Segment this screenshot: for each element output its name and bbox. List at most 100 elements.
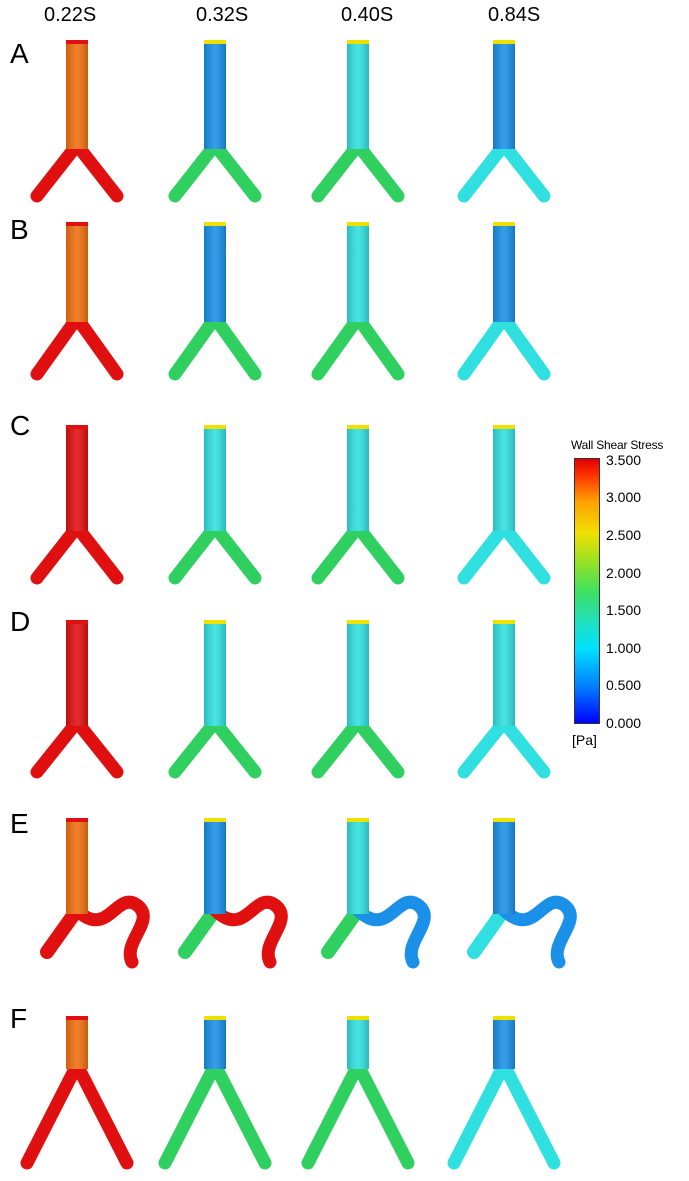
vessel-inlet-ring	[204, 425, 226, 429]
vessel-right-branch	[497, 1058, 561, 1170]
vessel-inlet-ring	[204, 1016, 226, 1020]
vessel-inlet-ring	[347, 40, 369, 44]
vessel-left-branch	[457, 520, 511, 585]
vessel-left-branch	[467, 903, 511, 959]
vessel-inlet-ring	[493, 620, 515, 624]
vessel-inlet-ring	[347, 1016, 369, 1020]
legend-unit: [Pa]	[572, 732, 597, 748]
vessel-trunk-shade	[204, 1016, 226, 1069]
vessel-trunk-shade	[347, 818, 369, 914]
legend-tick: 3.000	[606, 489, 642, 505]
vessel-right-branch	[208, 138, 262, 203]
legend-tick: 1.000	[606, 640, 642, 656]
vessel-inlet-ring	[347, 222, 369, 226]
vessel-trunk-shade	[204, 222, 226, 322]
vessel-trunk-shade	[204, 425, 226, 531]
vessel-left-branch	[311, 520, 365, 585]
vessel-right-branch	[70, 520, 124, 585]
vessel-left-branch	[311, 138, 365, 203]
vessel-right-branch	[351, 138, 405, 203]
vessel-left-branch	[168, 138, 222, 203]
vessel-trunk-shade	[347, 1016, 369, 1069]
vessel-trunk-shade	[493, 1016, 515, 1069]
vessel-inlet-ring	[493, 425, 515, 429]
row-label-a: A	[10, 38, 29, 69]
legend-tick: 0.500	[606, 677, 642, 693]
vessel-trunk-shade	[66, 1016, 88, 1069]
row-label-f: F	[10, 1003, 28, 1034]
legend-title: Wall Shear Stress	[571, 438, 664, 452]
vessel-left-branch	[30, 138, 84, 203]
vessel-right-branch	[351, 895, 431, 969]
vessel-right-branch	[351, 520, 405, 585]
vessel-left-branch	[40, 903, 84, 959]
vessel-inlet-ring	[347, 818, 369, 822]
vessel-left-branch	[30, 715, 84, 779]
vessel-trunk-shade	[204, 40, 226, 149]
vessel-right-branch	[70, 895, 150, 969]
legend-tick: 3.500	[606, 452, 642, 468]
vessel-right-branch	[208, 520, 262, 585]
vessel-left-branch	[311, 311, 365, 381]
vessel-trunk-shade	[347, 620, 369, 726]
column-header-1: 0.32S	[196, 4, 249, 26]
vessel-trunk-shade	[204, 620, 226, 726]
legend-tick: 1.500	[606, 602, 642, 618]
row-label-d: D	[10, 606, 31, 637]
column-header-2: 0.40S	[341, 4, 394, 26]
vessel-right-branch	[208, 1058, 272, 1170]
vessel-right-branch	[497, 715, 551, 779]
vessel-inlet-ring	[347, 425, 369, 429]
vessel-inlet-ring	[66, 222, 88, 226]
vessel-trunk-shade	[493, 40, 515, 149]
vessel-left-branch	[158, 1058, 222, 1170]
vessel-right-branch	[497, 520, 551, 585]
vessel-trunk-shade	[204, 818, 226, 914]
legend-tick: 2.500	[606, 527, 642, 543]
vessel-inlet-ring	[204, 818, 226, 822]
vessel-right-branch	[208, 311, 262, 381]
vessel-inlet-ring	[204, 222, 226, 226]
vessel-inlet-ring	[493, 222, 515, 226]
vessel-left-branch	[447, 1058, 511, 1170]
vessel-right-branch	[70, 1058, 134, 1170]
row-label-e: E	[10, 808, 29, 839]
vessel-right-branch	[351, 1058, 415, 1170]
vessel-trunk-shade	[66, 40, 88, 149]
vessel-right-branch	[497, 311, 551, 381]
row-label-b: B	[10, 214, 29, 245]
vessel-left-branch	[457, 138, 511, 203]
column-header-0: 0.22S	[44, 4, 97, 26]
vessel-right-branch	[497, 895, 577, 969]
vessel-inlet-ring	[493, 1016, 515, 1020]
vessel-trunk-shade	[493, 425, 515, 531]
vessel-right-branch	[70, 715, 124, 779]
vessel-trunk-shade	[66, 818, 88, 914]
vessel-left-branch	[30, 520, 84, 585]
vessel-left-branch	[168, 520, 222, 585]
vessel-right-branch	[70, 138, 124, 203]
vessel-inlet-ring	[204, 40, 226, 44]
vessel-left-branch	[457, 311, 511, 381]
vessel-left-branch	[311, 715, 365, 779]
row-label-c: C	[10, 410, 31, 441]
vessel-left-branch	[321, 903, 365, 959]
vessel-trunk-shade	[347, 40, 369, 149]
vessel-left-branch	[168, 715, 222, 779]
vessel-inlet-ring	[493, 818, 515, 822]
vessel-trunk-shade	[493, 620, 515, 726]
legend-tick: 2.000	[606, 565, 642, 581]
vessel-right-branch	[351, 311, 405, 381]
vessel-trunk-shade	[66, 620, 88, 726]
vessel-inlet-ring	[204, 620, 226, 624]
vessel-inlet-ring	[347, 620, 369, 624]
vessel-trunk-shade	[66, 222, 88, 322]
vessel-left-branch	[457, 715, 511, 779]
vessel-left-branch	[168, 311, 222, 381]
vessel-right-branch	[497, 138, 551, 203]
vessel-inlet-ring	[493, 40, 515, 44]
vessel-left-branch	[178, 903, 222, 959]
legend-tick: 0.000	[606, 715, 642, 731]
vessel-inlet-ring	[66, 40, 88, 44]
